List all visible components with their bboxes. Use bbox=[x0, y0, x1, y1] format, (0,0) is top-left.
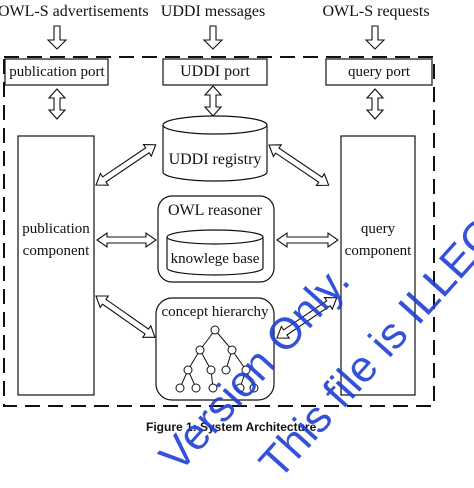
system-boundary bbox=[3, 56, 435, 407]
publication-component-box bbox=[17, 135, 95, 396]
concept-hierarchy-label: concept hierarchy bbox=[161, 304, 269, 320]
query-port-label: query port bbox=[347, 64, 411, 80]
query-port-arrow bbox=[366, 88, 384, 120]
pub-reasoner-arrow bbox=[96, 231, 157, 249]
reasoner-query-arrow bbox=[276, 231, 339, 249]
knowledge-base-label: knowlege base bbox=[170, 251, 260, 267]
query-component-box bbox=[340, 135, 416, 396]
uddi-messages-label: UDDI messages bbox=[160, 3, 266, 20]
owls-requests-label: OWL-S requests bbox=[322, 3, 430, 20]
figure-caption: Figure 1: System Architecture bbox=[146, 420, 317, 434]
pub-concept-arrow bbox=[95, 295, 156, 338]
query-port-box bbox=[325, 58, 433, 86]
owl-reasoner-label: OWL reasoner bbox=[167, 202, 263, 219]
publication-port-label: publication port bbox=[9, 64, 105, 80]
ads-input-arrow bbox=[47, 25, 67, 50]
uddi-input-arrow bbox=[203, 25, 223, 50]
pub-registry-arrow bbox=[95, 143, 157, 186]
uddi-port-arrow bbox=[204, 85, 222, 117]
publication-component-label-2: component bbox=[22, 243, 90, 259]
concept-query-arrow bbox=[276, 296, 338, 339]
publication-port-arrow bbox=[48, 88, 66, 120]
query-component-label-2: component bbox=[344, 243, 412, 259]
registry-query-arrow bbox=[268, 144, 330, 187]
owls-advertisements-label: OWL-S advertisements bbox=[0, 3, 149, 20]
publication-port-box bbox=[4, 58, 109, 86]
uddi-registry-label: UDDI registry bbox=[168, 151, 262, 168]
requests-input-arrow bbox=[365, 25, 385, 50]
uddi-port-label: UDDI port bbox=[180, 63, 250, 80]
architecture-diagram bbox=[3, 25, 435, 407]
tree-icon bbox=[175, 325, 259, 393]
query-component-label-1: query bbox=[360, 221, 396, 237]
uddi-port-box bbox=[162, 58, 268, 86]
uddi-registry-cylinder bbox=[162, 115, 268, 182]
knowledge-base-cylinder bbox=[166, 229, 264, 276]
publication-component-label-1: publication bbox=[22, 221, 90, 237]
